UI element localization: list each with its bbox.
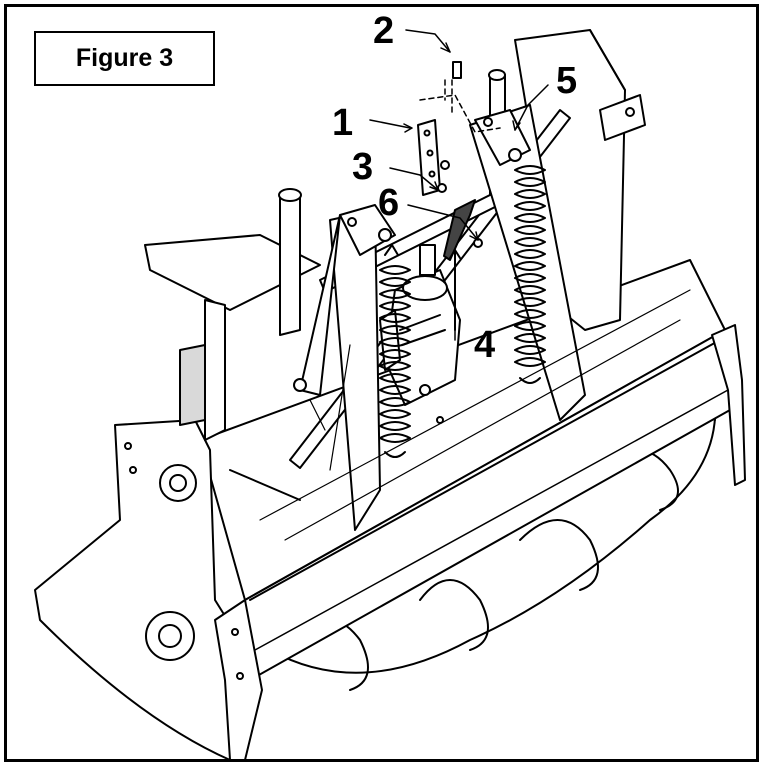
left-tower bbox=[144, 188, 321, 441]
beam-hardware bbox=[293, 378, 444, 424]
leader-lines bbox=[369, 29, 549, 341]
callout-2: 2 bbox=[373, 10, 395, 52]
callout-1: 1 bbox=[332, 102, 354, 144]
callout-6: 6 bbox=[378, 182, 400, 224]
left-skid bbox=[214, 599, 263, 761]
bolt-exploded bbox=[419, 61, 501, 133]
left-spring-bracket bbox=[339, 204, 396, 256]
callout-3: 3 bbox=[352, 146, 374, 188]
figure-title-box: Figure 3 bbox=[34, 31, 215, 86]
left-spring bbox=[379, 244, 411, 458]
left-end-plate bbox=[34, 419, 241, 761]
right-end-plate bbox=[711, 324, 746, 486]
figure-title: Figure 3 bbox=[75, 44, 174, 72]
right-spring bbox=[514, 165, 546, 384]
callout-4: 4 bbox=[474, 324, 496, 366]
detail-lines bbox=[259, 289, 691, 541]
hold-down-bracket bbox=[417, 119, 450, 196]
right-spring-bracket bbox=[474, 109, 531, 166]
callout-5: 5 bbox=[556, 60, 578, 102]
main-housing bbox=[199, 259, 731, 681]
